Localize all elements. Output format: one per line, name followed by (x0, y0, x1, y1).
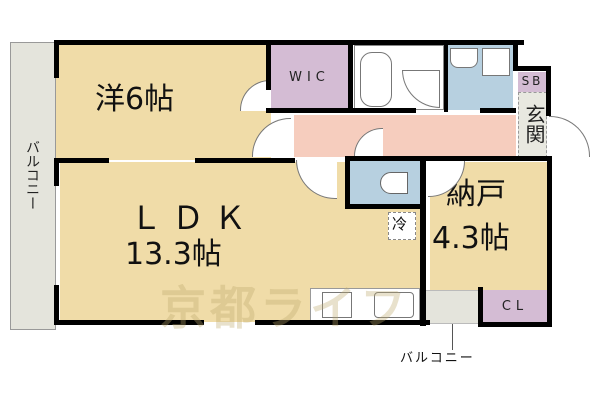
room-wic-label: WIC (289, 70, 330, 85)
wall (266, 40, 271, 90)
entrance-label: 玄関 (522, 104, 546, 144)
wall (478, 322, 552, 327)
toilet-icon (380, 172, 408, 194)
balcony-bottom (425, 290, 480, 324)
wall (420, 156, 426, 326)
washer-icon (482, 48, 510, 76)
shoe-box (518, 72, 547, 92)
room-western (56, 42, 271, 160)
sink-icon (450, 48, 478, 68)
kitchen-counter (310, 288, 420, 322)
balcony-left-label: バルコニー (24, 140, 40, 210)
wall (546, 66, 551, 116)
wall (54, 158, 59, 186)
fridge-label: 冷 (392, 215, 408, 233)
balcony-bottom-leader (452, 324, 453, 350)
closet-label: CL (501, 299, 529, 314)
wall (345, 204, 421, 209)
balcony-left (10, 42, 56, 330)
wall (266, 108, 416, 113)
entrance-door-icon (549, 116, 590, 157)
wall (255, 320, 430, 325)
wall (480, 108, 516, 113)
wall (54, 285, 59, 325)
room-wic (271, 45, 348, 110)
kitchen-sink-icon (374, 292, 414, 318)
room-storage-size: 4.3帖 (432, 221, 510, 256)
balcony-bottom-label: バルコニー (400, 351, 475, 366)
room-ldk-size: 13.3帖 (125, 237, 222, 272)
fridge-space (388, 212, 416, 240)
shoe-box-label: SB (521, 74, 544, 88)
wall (54, 40, 524, 45)
wall (345, 156, 551, 161)
wall (348, 40, 353, 112)
hallway (294, 115, 516, 157)
wall (54, 40, 59, 78)
wall (478, 287, 483, 325)
wall (54, 320, 204, 325)
watermark: 京都ライフ (160, 281, 410, 335)
wall (513, 40, 518, 70)
room-western-label: 洋6帖 (95, 82, 175, 117)
wall (444, 40, 448, 112)
wall (54, 158, 109, 163)
closet (482, 290, 548, 322)
bathtub-icon (360, 52, 392, 107)
wall (547, 156, 552, 326)
wall (195, 158, 295, 163)
room-ldk-name: ＬＤＫ (130, 199, 257, 237)
room-ldk (60, 162, 345, 322)
stove-icon (322, 292, 352, 318)
wall (345, 156, 350, 208)
wall (513, 66, 551, 71)
